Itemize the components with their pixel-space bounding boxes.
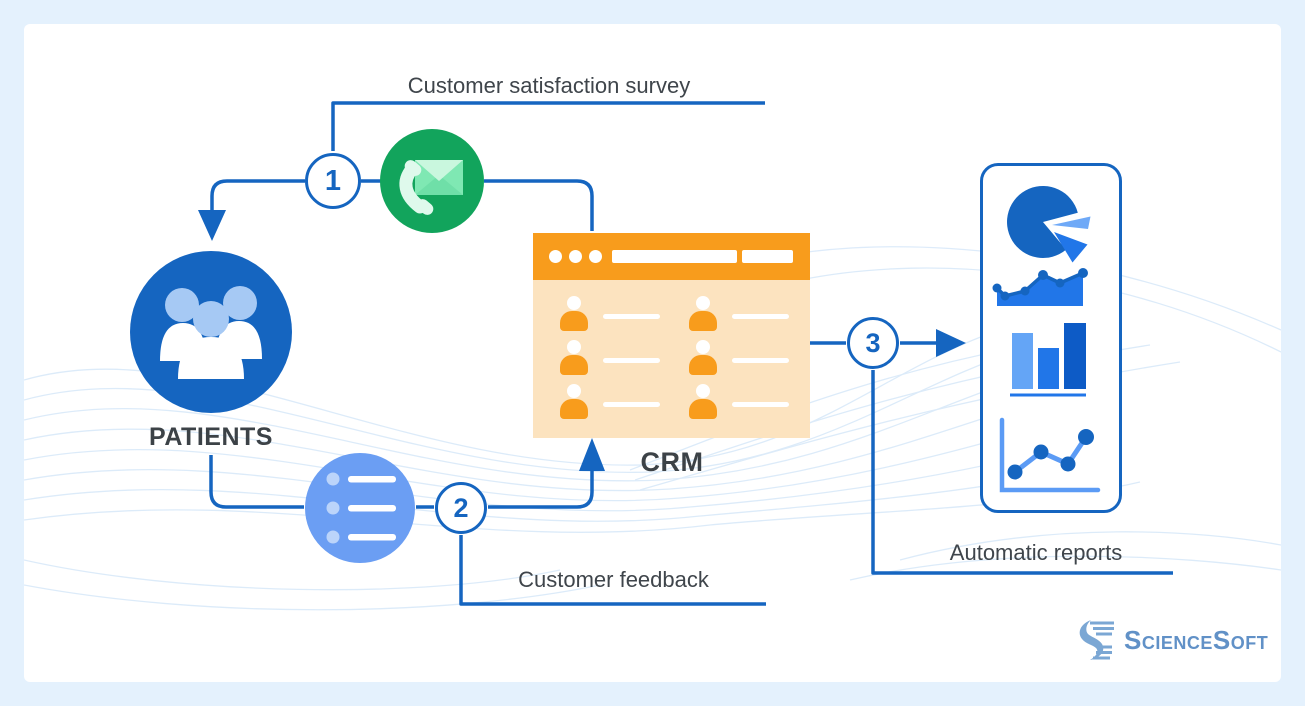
circle2-to-feedback-label [459,535,766,606]
reports-charts [992,185,1101,493]
crm-label: CRM [640,447,704,477]
window-dot-icon [549,250,562,263]
contact-avatar-icon [559,384,589,420]
people-group-icon [130,251,292,413]
contact-row [688,292,789,336]
contact-row [688,380,789,424]
area-chart-icon [992,268,1088,306]
contact-avatar-icon [688,340,718,376]
step-2-badge: 2 [435,482,487,534]
step-1-badge: 1 [305,153,361,209]
crm-window [533,233,810,438]
window-dot-icon [569,250,582,263]
contact-avatar-icon [559,340,589,376]
address-bar [612,250,737,263]
list-icon [305,453,415,563]
step-1-number: 1 [324,164,342,197]
circle2-to-crm [488,470,594,509]
contact-avatar-icon [559,296,589,332]
reports-label: Automatic reports [949,540,1123,565]
arrow-up-to-crm [579,438,605,471]
survey-label: Customer satisfaction survey [407,73,691,98]
survey-top-line [331,101,765,151]
line-chart-icon [999,417,1101,493]
brand-part: S [1212,624,1231,655]
contact-text-line [603,401,660,407]
patients-label: PATIENTS [149,423,273,451]
contact-text-line [732,313,789,319]
toolbar-bar [742,250,793,263]
bar-chart-icon [1010,323,1086,397]
window-dot-icon [589,250,602,263]
sciencesoft-logo-icon [1079,620,1114,660]
brand-part: CIENCE [1141,632,1213,653]
contact-avatar-icon [688,384,718,420]
patients-to-feedback-icon [209,455,304,509]
step-3-badge: 3 [847,317,899,369]
contact-row [559,292,660,336]
brand-part: OFT [1230,632,1269,653]
brand-part: S [1124,624,1142,655]
survey-icon-to-crm [484,179,594,231]
feedback-label: Customer feedback [518,567,709,592]
contact-text-line [603,357,660,363]
step-2-number: 2 [453,492,469,523]
pie-chart-icon [1007,185,1091,263]
crm-contact-list [533,280,810,438]
phone-mail-icon [380,129,484,233]
contact-row [688,336,789,380]
arrow-right-to-reports [936,329,966,357]
line-to-patients [210,179,305,212]
arrow-down-to-patients [198,210,226,241]
contact-text-line [732,401,789,407]
crm-window-titlebar [533,233,810,280]
contact-avatar-icon [688,296,718,332]
contact-text-line [732,357,789,363]
circle3-to-reports-label [871,370,1173,575]
step-3-number: 3 [865,327,881,358]
contact-row [559,380,660,424]
contact-text-line [603,313,660,319]
contact-row [559,336,660,380]
